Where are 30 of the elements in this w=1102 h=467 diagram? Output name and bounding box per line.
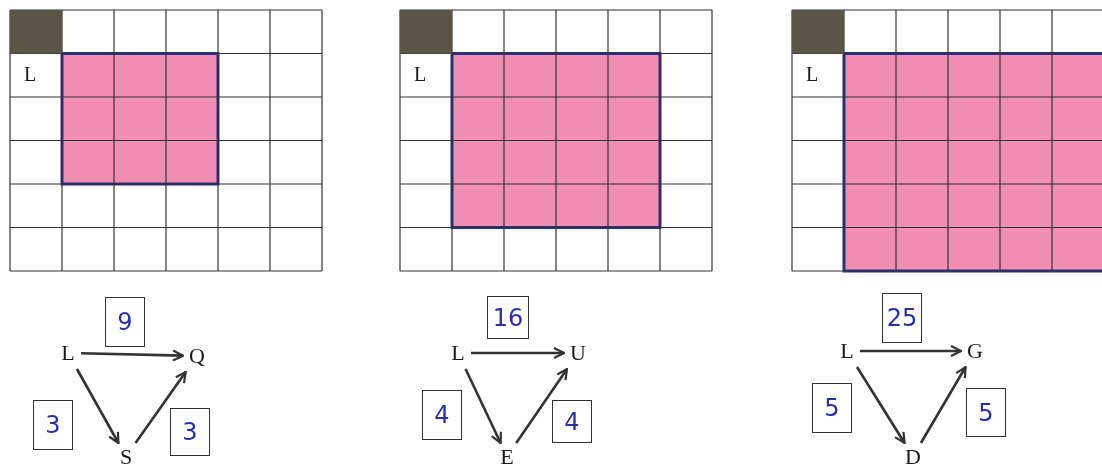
answer-box: 5	[812, 383, 852, 433]
node-letter: E	[497, 446, 517, 467]
grid-label: L	[806, 63, 819, 84]
answer-box: 3	[170, 408, 210, 456]
node-letter: L	[58, 340, 78, 366]
answer-box: 4	[552, 400, 592, 443]
answer-box: 16	[487, 296, 529, 339]
node-letter: L	[837, 338, 857, 364]
node-letter: Q	[186, 343, 208, 369]
grid-label: L	[24, 63, 37, 84]
arrow	[80, 349, 185, 362]
answer-box: 5	[966, 388, 1006, 437]
arrow	[471, 346, 566, 360]
answer-box: 9	[105, 297, 145, 347]
arrow	[515, 367, 569, 444]
node-letter: L	[448, 340, 468, 366]
arrow	[464, 368, 502, 445]
arrow	[134, 370, 187, 444]
arrow	[860, 344, 963, 358]
answer-box: 3	[33, 400, 73, 450]
node-letter: D	[903, 446, 923, 467]
node-letter: U	[567, 340, 589, 366]
node-letter: S	[116, 446, 136, 467]
arrow	[855, 366, 906, 445]
answer-box: 25	[882, 293, 922, 343]
arrow	[919, 365, 967, 444]
answer-box: 4	[422, 390, 462, 440]
node-letter: G	[964, 338, 986, 364]
arrow	[75, 368, 120, 445]
grid-label: L	[414, 63, 427, 84]
